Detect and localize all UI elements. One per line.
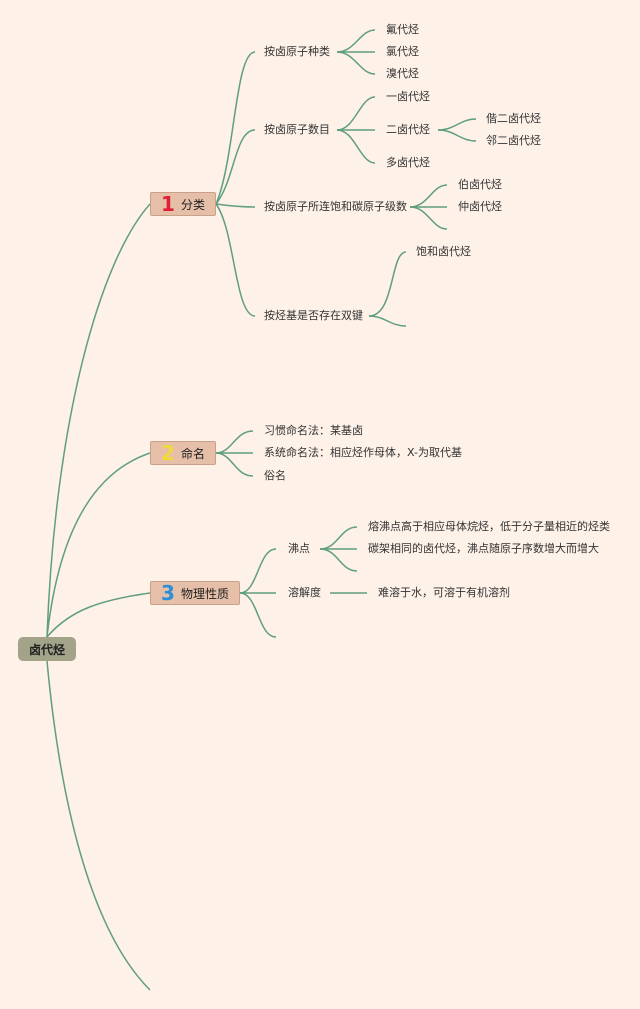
node-leaf[interactable]: 多卤代烃: [386, 156, 430, 169]
node-leaf[interactable]: 系统命名法：相应烃作母体，X-为取代基: [264, 446, 462, 459]
number-badge-2: 2: [161, 441, 175, 465]
link-root-naming: [46, 452, 151, 638]
node-by-carbon-degree[interactable]: 按卤原子所连饱和碳原子级数: [264, 200, 407, 213]
node-leaf[interactable]: 溴代烃: [386, 67, 419, 80]
node-by-double-bond[interactable]: 按烃基是否存在双键: [264, 309, 363, 322]
node-solubility[interactable]: 溶解度: [288, 586, 321, 599]
link-root-empty: [46, 660, 151, 991]
node-dihalide[interactable]: 二卤代烃: [386, 123, 430, 136]
node-leaf[interactable]: 一卤代烃: [386, 90, 430, 103]
node-by-halogen-count[interactable]: 按卤原子数目: [264, 123, 330, 136]
branch-naming[interactable]: 2 命名: [150, 441, 216, 465]
node-leaf[interactable]: 氯代烃: [386, 45, 419, 58]
node-leaf[interactable]: 伯卤代烃: [458, 178, 502, 191]
node-leaf[interactable]: 偕二卤代烃: [486, 112, 541, 125]
branch-classification[interactable]: 1 分类: [150, 192, 216, 216]
node-leaf[interactable]: 邻二卤代烃: [486, 134, 541, 147]
node-by-halogen-type[interactable]: 按卤原子种类: [264, 45, 330, 58]
node-leaf[interactable]: 俗名: [264, 469, 286, 482]
node-leaf[interactable]: 仲卤代烃: [458, 200, 502, 213]
node-leaf[interactable]: 碳架相同的卤代烃，沸点随原子序数增大而增大: [368, 542, 599, 555]
branch-label: 分类: [180, 197, 205, 212]
number-badge-1: 1: [161, 192, 175, 216]
link-root-classification: [46, 203, 151, 638]
node-leaf[interactable]: 熔沸点高于相应母体烷烃，低于分子量相近的烃类: [368, 520, 610, 533]
branch-physical-properties[interactable]: 3 物理性质: [150, 581, 240, 605]
node-leaf[interactable]: 难溶于水，可溶于有机溶剂: [378, 586, 510, 599]
node-leaf[interactable]: 饱和卤代烃: [416, 245, 471, 258]
node-leaf[interactable]: 氟代烃: [386, 23, 419, 36]
node-boiling-point[interactable]: 沸点: [288, 542, 310, 555]
link-root-physical: [46, 592, 151, 638]
branch-label: 命名: [180, 446, 205, 461]
root-node[interactable]: 卤代烃: [18, 637, 76, 661]
node-leaf[interactable]: 习惯命名法：某基卤: [264, 424, 363, 437]
branch-label: 物理性质: [180, 586, 229, 601]
number-badge-3: 3: [161, 581, 175, 605]
